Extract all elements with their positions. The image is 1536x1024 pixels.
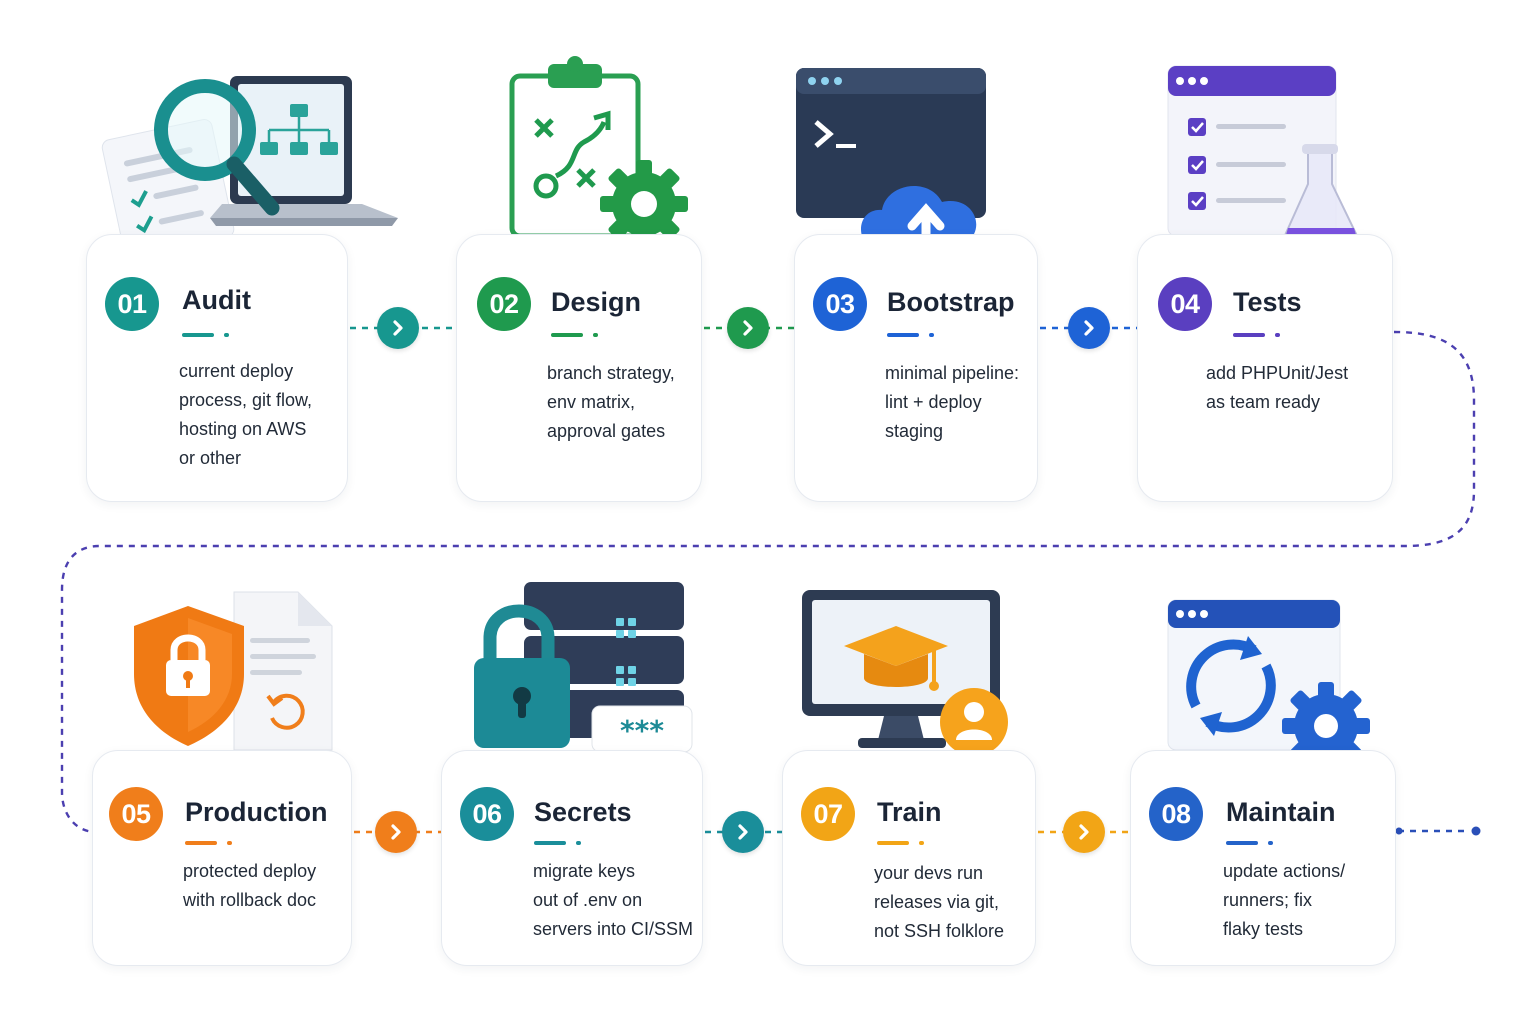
clipboard-strategy-gear-icon	[509, 56, 688, 248]
next-step-chevron-icon	[722, 811, 764, 853]
description-line: approval gates	[547, 421, 666, 441]
description-line: your devs run	[874, 863, 984, 883]
description-line: process, git flow,	[179, 390, 313, 410]
step-card-02-design: 02 Design branch strategy, env matrix, app…	[456, 234, 702, 502]
title-underline	[1233, 333, 1283, 337]
description-line: or other	[179, 448, 242, 468]
step-title: Design	[551, 287, 642, 317]
next-step-chevron-icon	[1063, 811, 1105, 853]
next-step-chevron-icon	[377, 307, 419, 349]
step-description: migrate keys out of .env on servers into C…	[533, 857, 693, 944]
monitor-graduation-cap-user-icon	[802, 590, 1008, 756]
step-card-05-production: 05 Production protected deploy with rollb…	[92, 750, 352, 966]
svg-text:***: ***	[620, 714, 664, 747]
description-line: protected deploy	[183, 861, 317, 881]
description-line: lint + deploy	[885, 392, 982, 412]
checklist-window-flask-icon	[1167, 65, 1362, 257]
step-number-badge: 08	[1149, 787, 1203, 841]
step-title: Bootstrap	[887, 287, 1015, 317]
server-padlock-password-icon: ***	[474, 582, 693, 753]
description-line: add PHPUnit/Jest	[1206, 363, 1349, 383]
step-card-06-secrets: 06 Secrets migrate keys out of .env on ser…	[441, 750, 703, 966]
step-card-07-train: 07 Train your devs run releases via git, n…	[782, 750, 1036, 966]
step-number-badge: 01	[105, 277, 159, 331]
step-description: your devs run releases via git, not SSH fo…	[874, 859, 1004, 946]
description-line: staging	[885, 421, 944, 441]
step-title: Secrets	[534, 797, 632, 827]
description-line: runners; fix	[1223, 890, 1313, 910]
snake-path	[60, 330, 1476, 834]
step-title: Train	[877, 797, 942, 827]
step-number-badge: 06	[460, 787, 514, 841]
title-underline	[877, 841, 927, 845]
tail-end-dot	[1471, 826, 1481, 836]
step-number-badge: 04	[1158, 277, 1212, 331]
magnifier-laptop-checklist-icon	[101, 76, 398, 258]
description-line: out of .env on	[533, 890, 643, 910]
step-card-01-audit: 01 Audit current deploy process, git flow…	[86, 234, 348, 502]
next-step-chevron-icon	[727, 307, 769, 349]
description-line: as team ready	[1206, 392, 1321, 412]
step-card-08-maintain: 08 Maintain update actions/runners; fix f…	[1130, 750, 1396, 966]
step-number-badge: 03	[813, 277, 867, 331]
description-line: releases via git,	[874, 892, 1000, 912]
window-sync-gear-icon	[1167, 599, 1370, 770]
title-underline	[182, 333, 232, 337]
step-number-badge: 02	[477, 277, 531, 331]
terminal-cloud-upload-icon	[796, 68, 986, 253]
step-card-04-tests: 04 Tests add PHPUnit/Jest as team ready	[1137, 234, 1393, 502]
description-line: update actions/	[1223, 861, 1346, 881]
step-description: update actions/runners; fix flaky tests	[1223, 857, 1345, 944]
next-step-chevron-icon	[375, 811, 417, 853]
description-line: not SSH folklore	[874, 921, 1005, 941]
description-line: with rollback doc	[183, 890, 317, 910]
title-underline	[185, 841, 235, 845]
title-underline	[1226, 841, 1276, 845]
step-number-badge: 07	[801, 787, 855, 841]
step-number-badge: 05	[109, 787, 163, 841]
description-line: env matrix,	[547, 392, 636, 412]
tail-end-dot	[1395, 827, 1403, 835]
description-line: hosting on AWS	[179, 419, 307, 439]
title-underline	[551, 333, 601, 337]
step-description: protected deploy with rollback doc	[183, 857, 316, 915]
step-description: branch strategy, env matrix, approval gate…	[547, 359, 675, 446]
description-line: minimal pipeline:	[885, 363, 1020, 383]
description-line: migrate keys	[533, 861, 636, 881]
description-line: servers into CI/SSM	[533, 919, 694, 939]
step-title: Production	[185, 797, 328, 827]
shield-lock-document-icon	[134, 591, 333, 751]
description-line: branch strategy,	[547, 363, 675, 383]
step-card-03-bootstrap: 03 Bootstrap minimal pipeline: lint + dep…	[794, 234, 1038, 502]
next-step-chevron-icon	[1068, 307, 1110, 349]
title-underline	[887, 333, 937, 337]
description-line: current deploy	[179, 361, 294, 381]
step-description: add PHPUnit/Jest as team ready	[1206, 359, 1348, 417]
title-underline	[534, 841, 584, 845]
step-description: minimal pipeline: lint + deploy staging	[885, 359, 1019, 446]
description-line: flaky tests	[1223, 919, 1304, 939]
step-title: Maintain	[1226, 797, 1336, 827]
step-title: Tests	[1233, 287, 1302, 317]
step-title: Audit	[182, 285, 251, 315]
step-description: current deploy process, git flow, hosting …	[179, 357, 312, 473]
